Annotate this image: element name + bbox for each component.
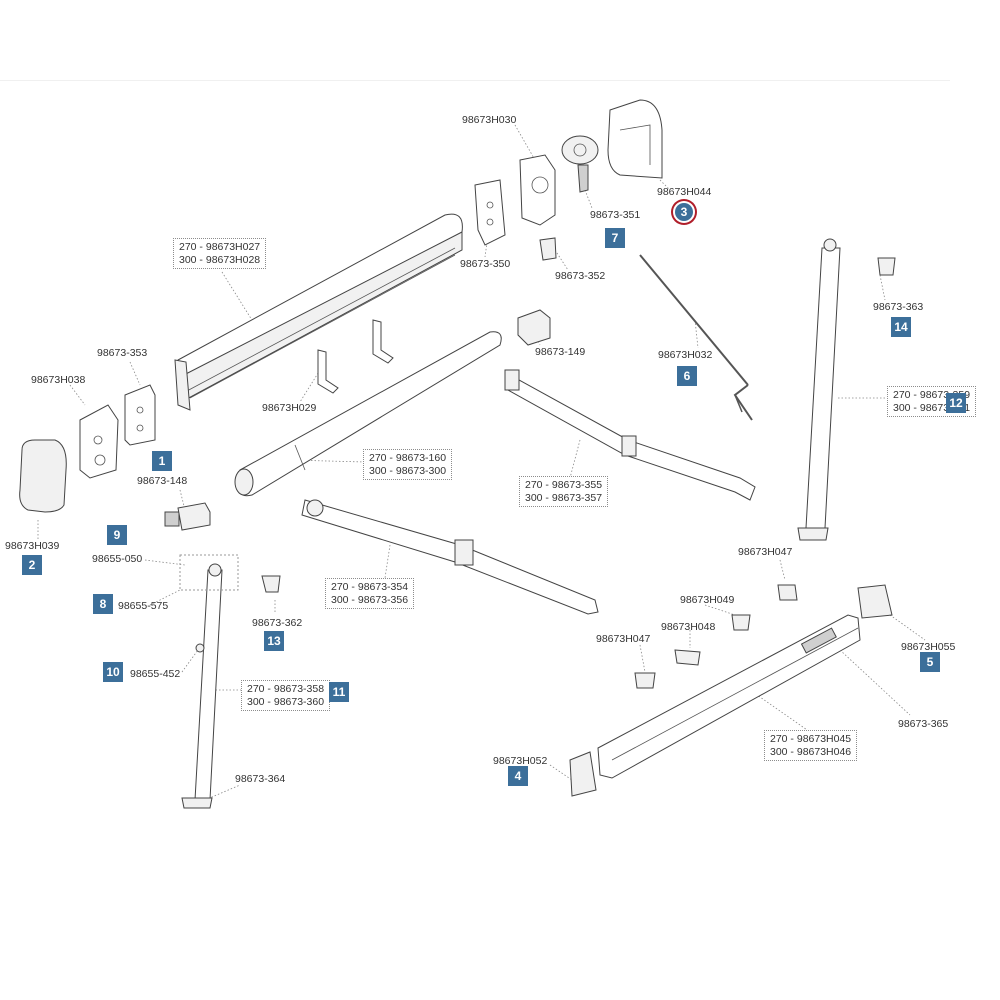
clamp-drawing [517, 309, 551, 346]
part-label-98673H049: 98673H049 [680, 594, 735, 606]
position-badge-6[interactable]: 6 [677, 366, 697, 386]
part-label-98673H038: 98673H038 [31, 374, 86, 386]
part-label-98673H055: 98673H055 [901, 641, 956, 653]
position-badge-8[interactable]: 8 [93, 594, 113, 614]
top-divider [0, 80, 950, 81]
position-badge-5[interactable]: 5 [920, 652, 940, 672]
part-label-98673H030: 98673H030 [462, 114, 517, 126]
left-leg-drawing [181, 563, 223, 809]
part-label-98673H048: 98673H048 [661, 621, 716, 633]
position-badge-4[interactable]: 4 [508, 766, 528, 786]
part-label-98673-351: 98673-351 [590, 209, 641, 221]
crank-rod-drawing [639, 254, 753, 421]
position-badge-10[interactable]: 10 [103, 662, 123, 682]
position-badge-13[interactable]: 13 [264, 631, 284, 651]
position-badge-9[interactable]: 9 [107, 525, 127, 545]
part-label-98673-365: 98673-365 [898, 718, 949, 730]
left-end-drawing [19, 384, 156, 513]
part-label-98673H047-bottom: 98673H047 [596, 633, 651, 645]
position-badge-1[interactable]: 1 [152, 451, 172, 471]
position-badge-11[interactable]: 11 [329, 682, 349, 702]
part-label-98673H032: 98673H032 [658, 349, 713, 361]
part-label-98673H044: 98673H044 [657, 186, 712, 198]
part-label-98673H047-top: 98673H047 [738, 546, 793, 558]
position-badge-7[interactable]: 7 [605, 228, 625, 248]
part-label-98673-352: 98673-352 [555, 270, 606, 282]
position-badge-2[interactable]: 2 [22, 555, 42, 575]
leader-lines [37, 124, 926, 801]
part-label-98673H039: 98673H039 [5, 540, 60, 552]
small-clips-drawing [179, 257, 896, 797]
main-profile-drawing [174, 213, 463, 411]
gearbox-drawing [474, 99, 663, 261]
part-label-98673-148: 98673-148 [137, 475, 188, 487]
position-badge-12[interactable]: 12 [946, 393, 966, 413]
front-bar-drawing [597, 614, 861, 779]
upper-arm-drawing [504, 369, 756, 501]
right-leg-drawing [797, 238, 841, 541]
position-badge-3-selected[interactable]: 3 [675, 203, 693, 221]
part-label-98655-452: 98655-452 [130, 668, 181, 680]
lower-arm-drawing [301, 499, 599, 615]
roller-tube-drawing [234, 331, 502, 497]
part-label-98673-149: 98673-149 [535, 346, 586, 358]
shaft-connector-drawing [164, 502, 211, 531]
part-label-98673-362: 98673-362 [252, 617, 303, 629]
position-badge-14[interactable]: 14 [891, 317, 911, 337]
part-label-98673-353: 98673-353 [97, 347, 148, 359]
part-label-98673-350: 98673-350 [460, 258, 511, 270]
part-label-98673H052: 98673H052 [493, 755, 548, 767]
part-label-98673H029: 98673H029 [262, 402, 317, 414]
part-label-98655-575: 98655-575 [118, 600, 169, 612]
mounting-brackets-drawing [317, 319, 394, 394]
part-label-98673-364: 98673-364 [235, 773, 286, 785]
part-label-98655-050: 98655-050 [92, 553, 143, 565]
part-label-98673-363: 98673-363 [873, 301, 924, 313]
